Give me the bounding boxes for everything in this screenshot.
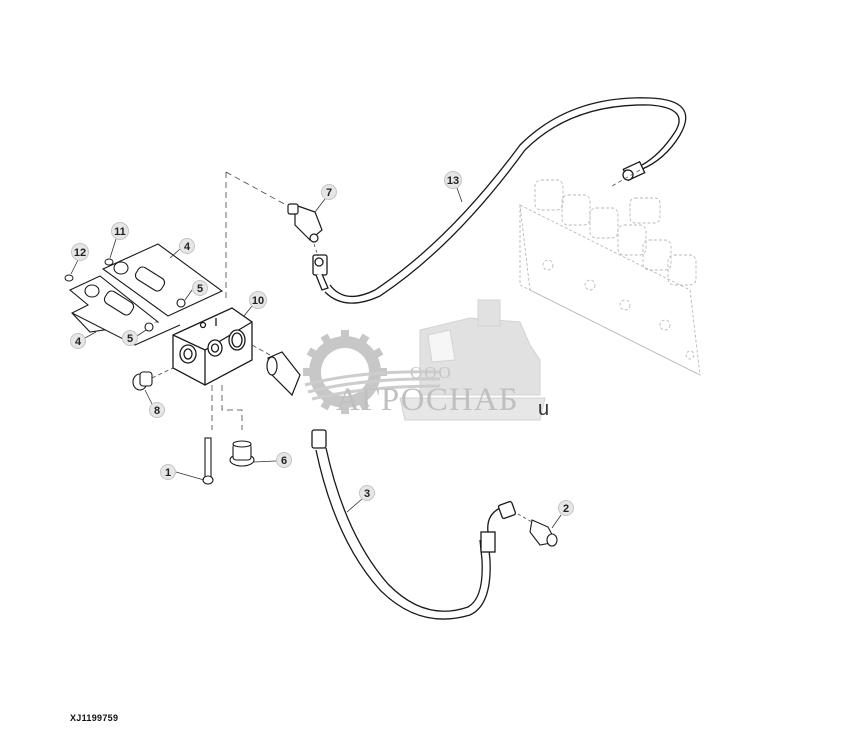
callout-8[interactable]: 8 <box>144 389 165 418</box>
callout-6[interactable]: 6 <box>253 452 292 468</box>
hose-13-end-fitting <box>312 254 329 291</box>
callout-1[interactable]: 1 <box>160 464 205 481</box>
watermark-suffix: u <box>538 398 549 420</box>
callout-12[interactable]: 12 <box>70 243 89 275</box>
fitting-2 <box>529 519 558 547</box>
callout-10[interactable]: 10 <box>243 291 267 317</box>
valve-bank-ghost <box>519 179 701 376</box>
svg-text:8: 8 <box>154 405 160 417</box>
svg-text:7: 7 <box>326 187 332 199</box>
callout-5-upper[interactable]: 5 <box>184 280 208 301</box>
svg-text:4: 4 <box>184 241 191 253</box>
svg-text:5: 5 <box>197 283 203 295</box>
watermark-logo: ООО АГРОСНАБ <box>303 299 546 421</box>
swoosh <box>304 370 441 401</box>
hose-3 <box>311 429 517 620</box>
bolt-1 <box>202 437 214 485</box>
valve-block-10 <box>172 307 253 386</box>
svg-text:10: 10 <box>252 295 264 307</box>
harvester-icon <box>399 299 546 421</box>
callout-4-upper[interactable]: 4 <box>169 238 195 259</box>
callout-5-lower[interactable]: 5 <box>122 329 147 346</box>
cartridge-panel-lower <box>68 275 181 346</box>
callout-13[interactable]: 13 <box>444 171 463 203</box>
leader-dash <box>225 171 289 207</box>
cartridge-panel-upper <box>101 243 224 317</box>
callout-3[interactable]: 3 <box>346 485 375 513</box>
hose-13-fitting <box>622 160 646 182</box>
svg-text:4: 4 <box>75 336 82 348</box>
svg-text:6: 6 <box>281 455 287 467</box>
svg-text:5: 5 <box>127 333 133 345</box>
svg-text:12: 12 <box>74 247 86 259</box>
straight-fitting <box>266 351 301 397</box>
callouts: 1 2 3 4 4 5 <box>70 171 574 529</box>
svg-text:3: 3 <box>364 488 370 500</box>
o-ring-12 <box>64 274 74 282</box>
callout-7[interactable]: 7 <box>314 184 337 213</box>
callout-11[interactable]: 11 <box>109 222 129 259</box>
svg-text:11: 11 <box>114 226 126 238</box>
callout-2[interactable]: 2 <box>551 500 574 529</box>
watermark-brand: АГРОСНАБ <box>336 382 519 418</box>
watermark-prefix: ООО <box>410 363 453 382</box>
elbow-fitting-7 <box>287 203 323 243</box>
plug-8 <box>132 371 153 391</box>
svg-text:13: 13 <box>447 175 459 187</box>
svg-text:2: 2 <box>563 503 569 515</box>
hose-13 <box>312 97 687 304</box>
o-ring-11 <box>104 258 114 266</box>
callout-4-lower[interactable]: 4 <box>70 331 97 349</box>
leader-dash <box>611 169 641 187</box>
cap-6 <box>229 440 255 467</box>
figure-id: XJ1199759 <box>70 713 119 723</box>
svg-text:1: 1 <box>165 467 171 479</box>
